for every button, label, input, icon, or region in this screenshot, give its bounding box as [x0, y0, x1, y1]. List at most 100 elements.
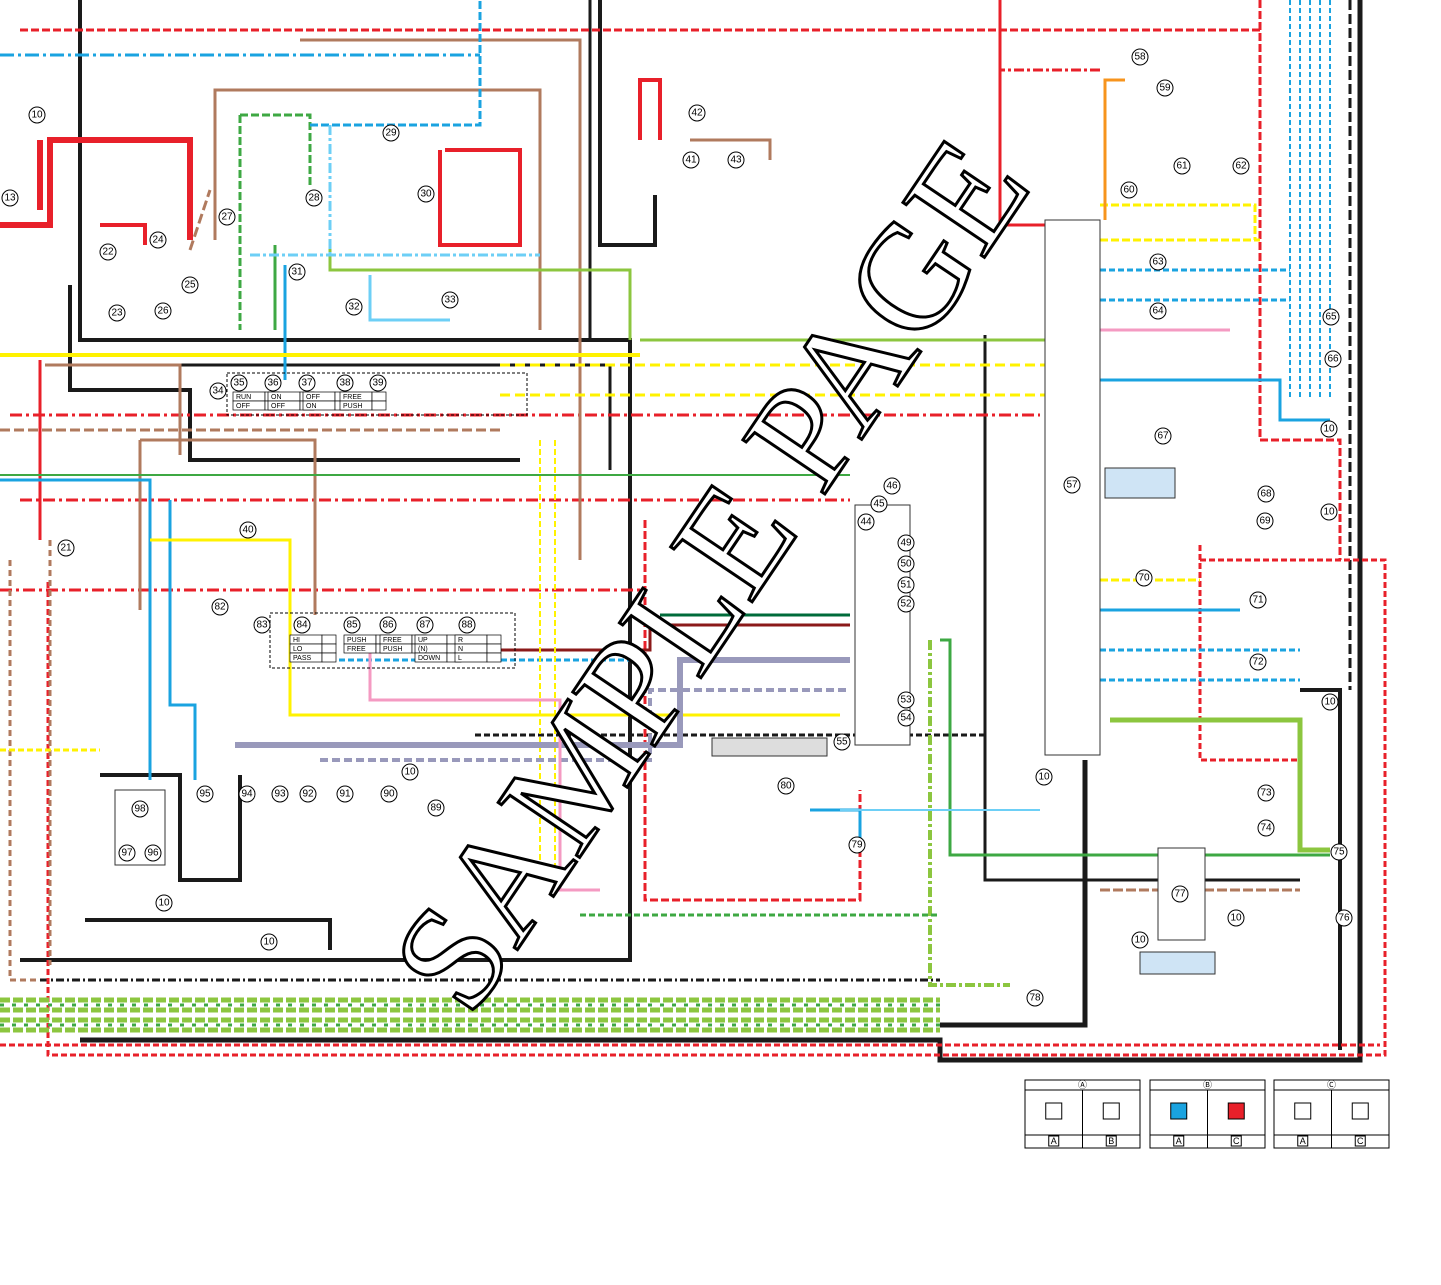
label-circle — [1171, 885, 1189, 903]
component-number: 82 — [214, 602, 226, 613]
component-46: 46 — [883, 477, 901, 495]
legend-variant: A — [1300, 1136, 1306, 1146]
component-29: 29 — [382, 124, 400, 142]
legend-variant: C — [1233, 1136, 1240, 1146]
component-number: 65 — [1325, 312, 1337, 323]
component-number: 70 — [1138, 573, 1150, 584]
label-circle — [1232, 157, 1250, 175]
switch-position: LO — [293, 646, 303, 653]
component-number: 13 — [4, 193, 16, 204]
component-44: 44 — [857, 513, 875, 531]
component-number: 31 — [291, 267, 303, 278]
component-number: 94 — [241, 789, 253, 800]
component-73: 73 — [1257, 784, 1275, 802]
label-circle — [293, 616, 311, 634]
switch-position: N — [458, 646, 463, 653]
component-number: 10 — [31, 110, 43, 121]
label-circle — [883, 477, 901, 495]
switch-position: ON — [306, 403, 317, 410]
switch-table: RNL — [454, 634, 502, 663]
label-circle — [427, 799, 445, 817]
switch-table: UP(N)DOWN — [414, 634, 462, 663]
component-32: 32 — [345, 298, 363, 316]
component-number: 45 — [873, 499, 885, 510]
component-number: 10 — [1230, 913, 1242, 924]
component-number: 62 — [1235, 161, 1247, 172]
component-77: 77 — [1171, 885, 1189, 903]
component-number: 88 — [461, 620, 473, 631]
component-number: 52 — [900, 599, 912, 610]
component-82: 82 — [211, 598, 229, 616]
legend-variant: A — [1051, 1136, 1057, 1146]
label-circle — [1149, 302, 1167, 320]
component-number: 34 — [212, 386, 224, 397]
component-number: 10 — [1323, 507, 1335, 518]
label-circle — [1149, 253, 1167, 271]
label-circle — [1321, 693, 1339, 711]
component-67: 67 — [1154, 427, 1172, 445]
label-circle — [305, 189, 323, 207]
label-circle — [239, 521, 257, 539]
component-98: 98 — [131, 800, 149, 818]
label-circle — [1322, 308, 1340, 326]
component-45: 45 — [870, 495, 888, 513]
component-number: 42 — [691, 108, 703, 119]
label-circle — [1257, 819, 1275, 837]
label-circle — [1063, 476, 1081, 494]
label-circle — [1257, 784, 1275, 802]
legend-title: Ⓒ — [1327, 1080, 1336, 1090]
component-number: 55 — [836, 737, 848, 748]
label-circle — [299, 785, 317, 803]
component-10: 10 — [260, 933, 278, 951]
component-number: 67 — [1157, 431, 1169, 442]
component-number: 63 — [1152, 257, 1164, 268]
component-number: 93 — [274, 789, 286, 800]
component-61: 61 — [1173, 157, 1191, 175]
component-91: 91 — [336, 785, 354, 803]
component-number: 10 — [404, 767, 416, 778]
component-number: 97 — [121, 848, 133, 859]
component-43: 43 — [727, 151, 745, 169]
component-number: 59 — [1159, 83, 1171, 94]
connector-icon — [1102, 1102, 1120, 1120]
component-number: 60 — [1123, 185, 1135, 196]
label-circle — [28, 106, 46, 124]
connector-icon — [1294, 1102, 1312, 1120]
component-number: 58 — [1134, 52, 1146, 63]
label-circle — [380, 785, 398, 803]
component-84: 84 — [293, 616, 311, 634]
label-circle — [1131, 48, 1149, 66]
component-71: 71 — [1249, 591, 1267, 609]
component-number: 89 — [430, 803, 442, 814]
component-66: 66 — [1324, 350, 1342, 368]
switch-position: OFF — [306, 394, 320, 401]
component-58: 58 — [1131, 48, 1149, 66]
label-circle — [897, 691, 915, 709]
label-circle — [1035, 768, 1053, 786]
component-number: 77 — [1174, 889, 1186, 900]
label-circle — [271, 785, 289, 803]
component-number: 38 — [339, 378, 351, 389]
label-circle — [1156, 79, 1174, 97]
label-circle — [1173, 157, 1191, 175]
switch-position: PUSH — [343, 403, 362, 410]
component-10: 10 — [1227, 909, 1245, 927]
component-95: 95 — [196, 785, 214, 803]
label-circle — [848, 836, 866, 854]
label-circle — [897, 595, 915, 613]
component-86: 86 — [379, 616, 397, 634]
component-number: 10 — [1038, 772, 1050, 783]
label-circle — [238, 785, 256, 803]
component-number: 84 — [296, 620, 308, 631]
label-circle — [897, 576, 915, 594]
component-25: 25 — [181, 276, 199, 294]
component-number: 72 — [1252, 657, 1264, 668]
component-number: 96 — [147, 848, 159, 859]
label-circle — [1256, 512, 1274, 530]
label-circle — [1026, 989, 1044, 1007]
component-96: 96 — [144, 844, 162, 862]
component-10: 10 — [1131, 931, 1149, 949]
